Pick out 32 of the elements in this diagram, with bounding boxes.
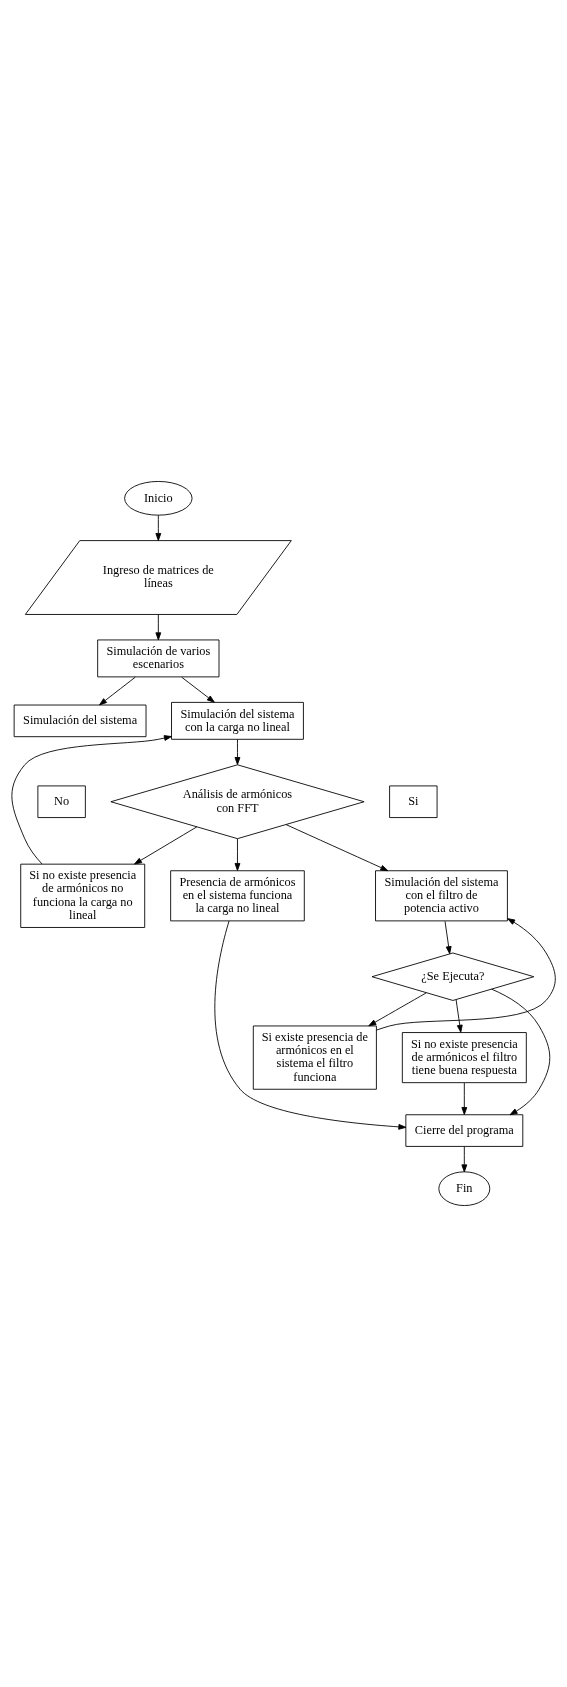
node-ellipse: Fin: [438, 1171, 491, 1206]
arrow: [181, 676, 215, 703]
node-box: Si existe presencia de armónicos en el sistema el filtro funciona: [252, 1025, 377, 1090]
node-box: Simulación del sistema con el filtro de potencia activo: [375, 870, 508, 922]
arrow: [455, 999, 463, 1033]
arrow: [11, 735, 172, 865]
arrow: [234, 739, 241, 765]
arrow: [376, 918, 556, 1031]
arrow: [155, 514, 162, 541]
node-box: Si no existe presencia de armónicos no funciona la carga no lineal: [20, 863, 146, 928]
arrow: [491, 988, 551, 1116]
node-box: Presencia de armónicos en el sistema funciona la carga no lineal: [170, 870, 305, 922]
arrow: [155, 614, 162, 641]
node-box: Simulación del sistema con la carga no lineal: [171, 701, 304, 740]
node-box: Simulación de varios escenarios: [97, 639, 220, 678]
node-box: Si: [389, 785, 438, 818]
arrow: [368, 992, 427, 1027]
arrow: [134, 826, 198, 865]
node-box: Simulación del sistema: [13, 704, 147, 738]
node-diamond: ¿Se Ejecuta?: [371, 952, 535, 1001]
arrow: [285, 824, 389, 872]
arrow: [461, 1146, 468, 1173]
node-diamond: Análisis de armónicos con FFT: [110, 764, 365, 840]
arrow: [99, 676, 136, 706]
arrow: [444, 920, 452, 955]
node-box: Si no existe presencia de armónicos el filtro tiene buena respuesta: [401, 1032, 527, 1084]
node-ellipse: Inicio: [124, 481, 193, 516]
arrow: [214, 920, 407, 1130]
node-box: Cierre del programa: [405, 1114, 524, 1147]
arrow: [234, 838, 241, 871]
arrow: [461, 1082, 468, 1115]
node-box: No: [37, 785, 86, 818]
